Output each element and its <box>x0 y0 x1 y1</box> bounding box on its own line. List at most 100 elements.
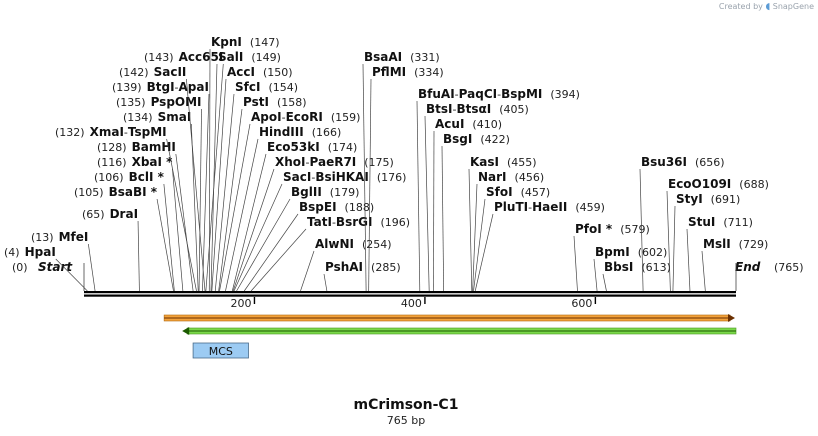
site-position: (166) <box>312 126 342 139</box>
restriction-site: (134)SmaI <box>123 110 199 292</box>
site-position: (13) <box>31 231 54 244</box>
mcs-feature-box <box>192 342 249 359</box>
restriction-site: MslI(729) <box>701 237 768 292</box>
restriction-site: KpnI(147) <box>208 35 280 292</box>
site-leader-line <box>672 205 676 292</box>
site-position: (179) <box>330 186 360 199</box>
tick-label: 200 <box>230 297 251 310</box>
tick-label: 400 <box>401 297 422 310</box>
site-enzyme-name: BpmI <box>595 245 630 259</box>
site-leader-line <box>250 228 307 292</box>
site-enzyme-name: PshAI <box>325 260 363 274</box>
site-enzyme-name: PspOMI <box>151 95 202 109</box>
site-separator: - <box>306 156 310 169</box>
site-position: (691) <box>711 193 741 206</box>
site-leader-line <box>202 93 210 292</box>
site-enzyme-name: BspEI <box>299 200 337 214</box>
site-position: (159) <box>331 111 361 124</box>
site-enzyme-name: BsgI <box>443 132 472 146</box>
site-position: (579) <box>620 223 650 236</box>
restriction-site: (132)XmaI - TspMI <box>55 125 197 292</box>
site-position: (455) <box>507 156 537 169</box>
site-separator: - <box>453 103 457 116</box>
restriction-site: BbsI(613) <box>602 260 671 292</box>
site-enzyme-name: BsaAI <box>364 50 402 64</box>
site-leader-line <box>639 168 644 292</box>
site-leader-line <box>243 213 299 292</box>
map-size: 765 bp <box>386 414 426 427</box>
restriction-site: (116)XbaI * <box>97 155 184 292</box>
site-enzyme-name: EcoRI <box>286 110 323 124</box>
site-leader-line <box>219 123 251 292</box>
site-position: (457) <box>521 186 551 199</box>
site-enzyme-name: AcuI <box>435 117 464 131</box>
site-leader-line <box>368 78 372 292</box>
restriction-site: AccI(150) <box>211 65 293 292</box>
site-position: (143) <box>144 51 174 64</box>
site-position: (116) <box>97 156 127 169</box>
backbone-top-strand <box>84 291 736 294</box>
site-enzyme-name: SfcI <box>235 80 260 94</box>
site-position: (154) <box>268 81 298 94</box>
site-leader-line <box>88 243 96 292</box>
site-position: (4) <box>4 246 20 259</box>
site-separator: - <box>175 81 179 94</box>
site-leader-line <box>163 183 175 292</box>
site-position: (405) <box>499 103 529 116</box>
restriction-site: StuI(711) <box>686 215 753 292</box>
site-enzyme-name: BclI * <box>129 170 165 184</box>
site-enzyme-name: KasI <box>470 155 499 169</box>
site-position: (135) <box>116 96 146 109</box>
site-enzyme-name: SacII <box>154 65 187 79</box>
site-enzyme-name: BtsαI <box>456 102 491 116</box>
site-separator: - <box>311 171 315 184</box>
restriction-site: PluTI - HaeII(459) <box>474 200 605 292</box>
restriction-site: KasI (455) <box>468 155 537 292</box>
site-position: (142) <box>119 66 149 79</box>
restriction-site: ApoI - EcoRI(159) <box>219 110 361 292</box>
site-leader-line <box>433 130 435 292</box>
site-leader-line <box>593 258 598 292</box>
site-position: (711) <box>723 216 753 229</box>
site-enzyme-name: Eco53kI <box>267 140 320 154</box>
site-leader-line <box>602 273 607 292</box>
site-leader-line <box>208 48 211 292</box>
site-position: (254) <box>362 238 392 251</box>
site-enzyme-name: Bsu36I <box>641 155 687 169</box>
restriction-site: SalI (149) <box>210 50 281 292</box>
site-position: (158) <box>277 96 307 109</box>
site-position: (149) <box>251 51 281 64</box>
site-enzyme-name: SalI <box>218 50 243 64</box>
site-position: (334) <box>414 66 444 79</box>
start-position: (0) <box>12 261 28 274</box>
restriction-site: BtsI - BtsαI(405) <box>424 102 529 292</box>
site-position: (128) <box>97 141 127 154</box>
site-position: (331) <box>410 51 440 64</box>
site-enzyme-name: PaeR7I <box>310 155 357 169</box>
site-leader-line <box>233 183 283 292</box>
backbone-bottom-strand <box>84 294 736 297</box>
site-position: (105) <box>74 186 104 199</box>
site-enzyme-name: HindIII <box>259 125 304 139</box>
site-enzyme-name: BglII <box>291 185 322 199</box>
site-position: (410) <box>472 118 502 131</box>
site-enzyme-name: BbsI <box>604 260 633 274</box>
site-enzyme-name: XmaI <box>90 125 124 139</box>
site-position: (456) <box>515 171 545 184</box>
site-position: (176) <box>377 171 407 184</box>
site-leader-line <box>218 108 243 292</box>
site-leader-line <box>701 250 706 292</box>
site-leader-line <box>323 273 328 292</box>
start-label: Start <box>38 260 73 274</box>
restriction-site: BglII (179) <box>236 185 360 292</box>
restriction-site: NarI(456) <box>472 170 545 292</box>
site-position: (656) <box>695 156 725 169</box>
site-enzyme-name: MslI <box>703 237 731 251</box>
site-enzyme-name: BsrGI <box>336 215 373 229</box>
restriction-site: BsaAI (331) <box>362 50 440 292</box>
site-enzyme-name: PflMI <box>372 65 406 79</box>
site-position: (422) <box>480 133 510 146</box>
site-leader-line <box>300 250 315 292</box>
